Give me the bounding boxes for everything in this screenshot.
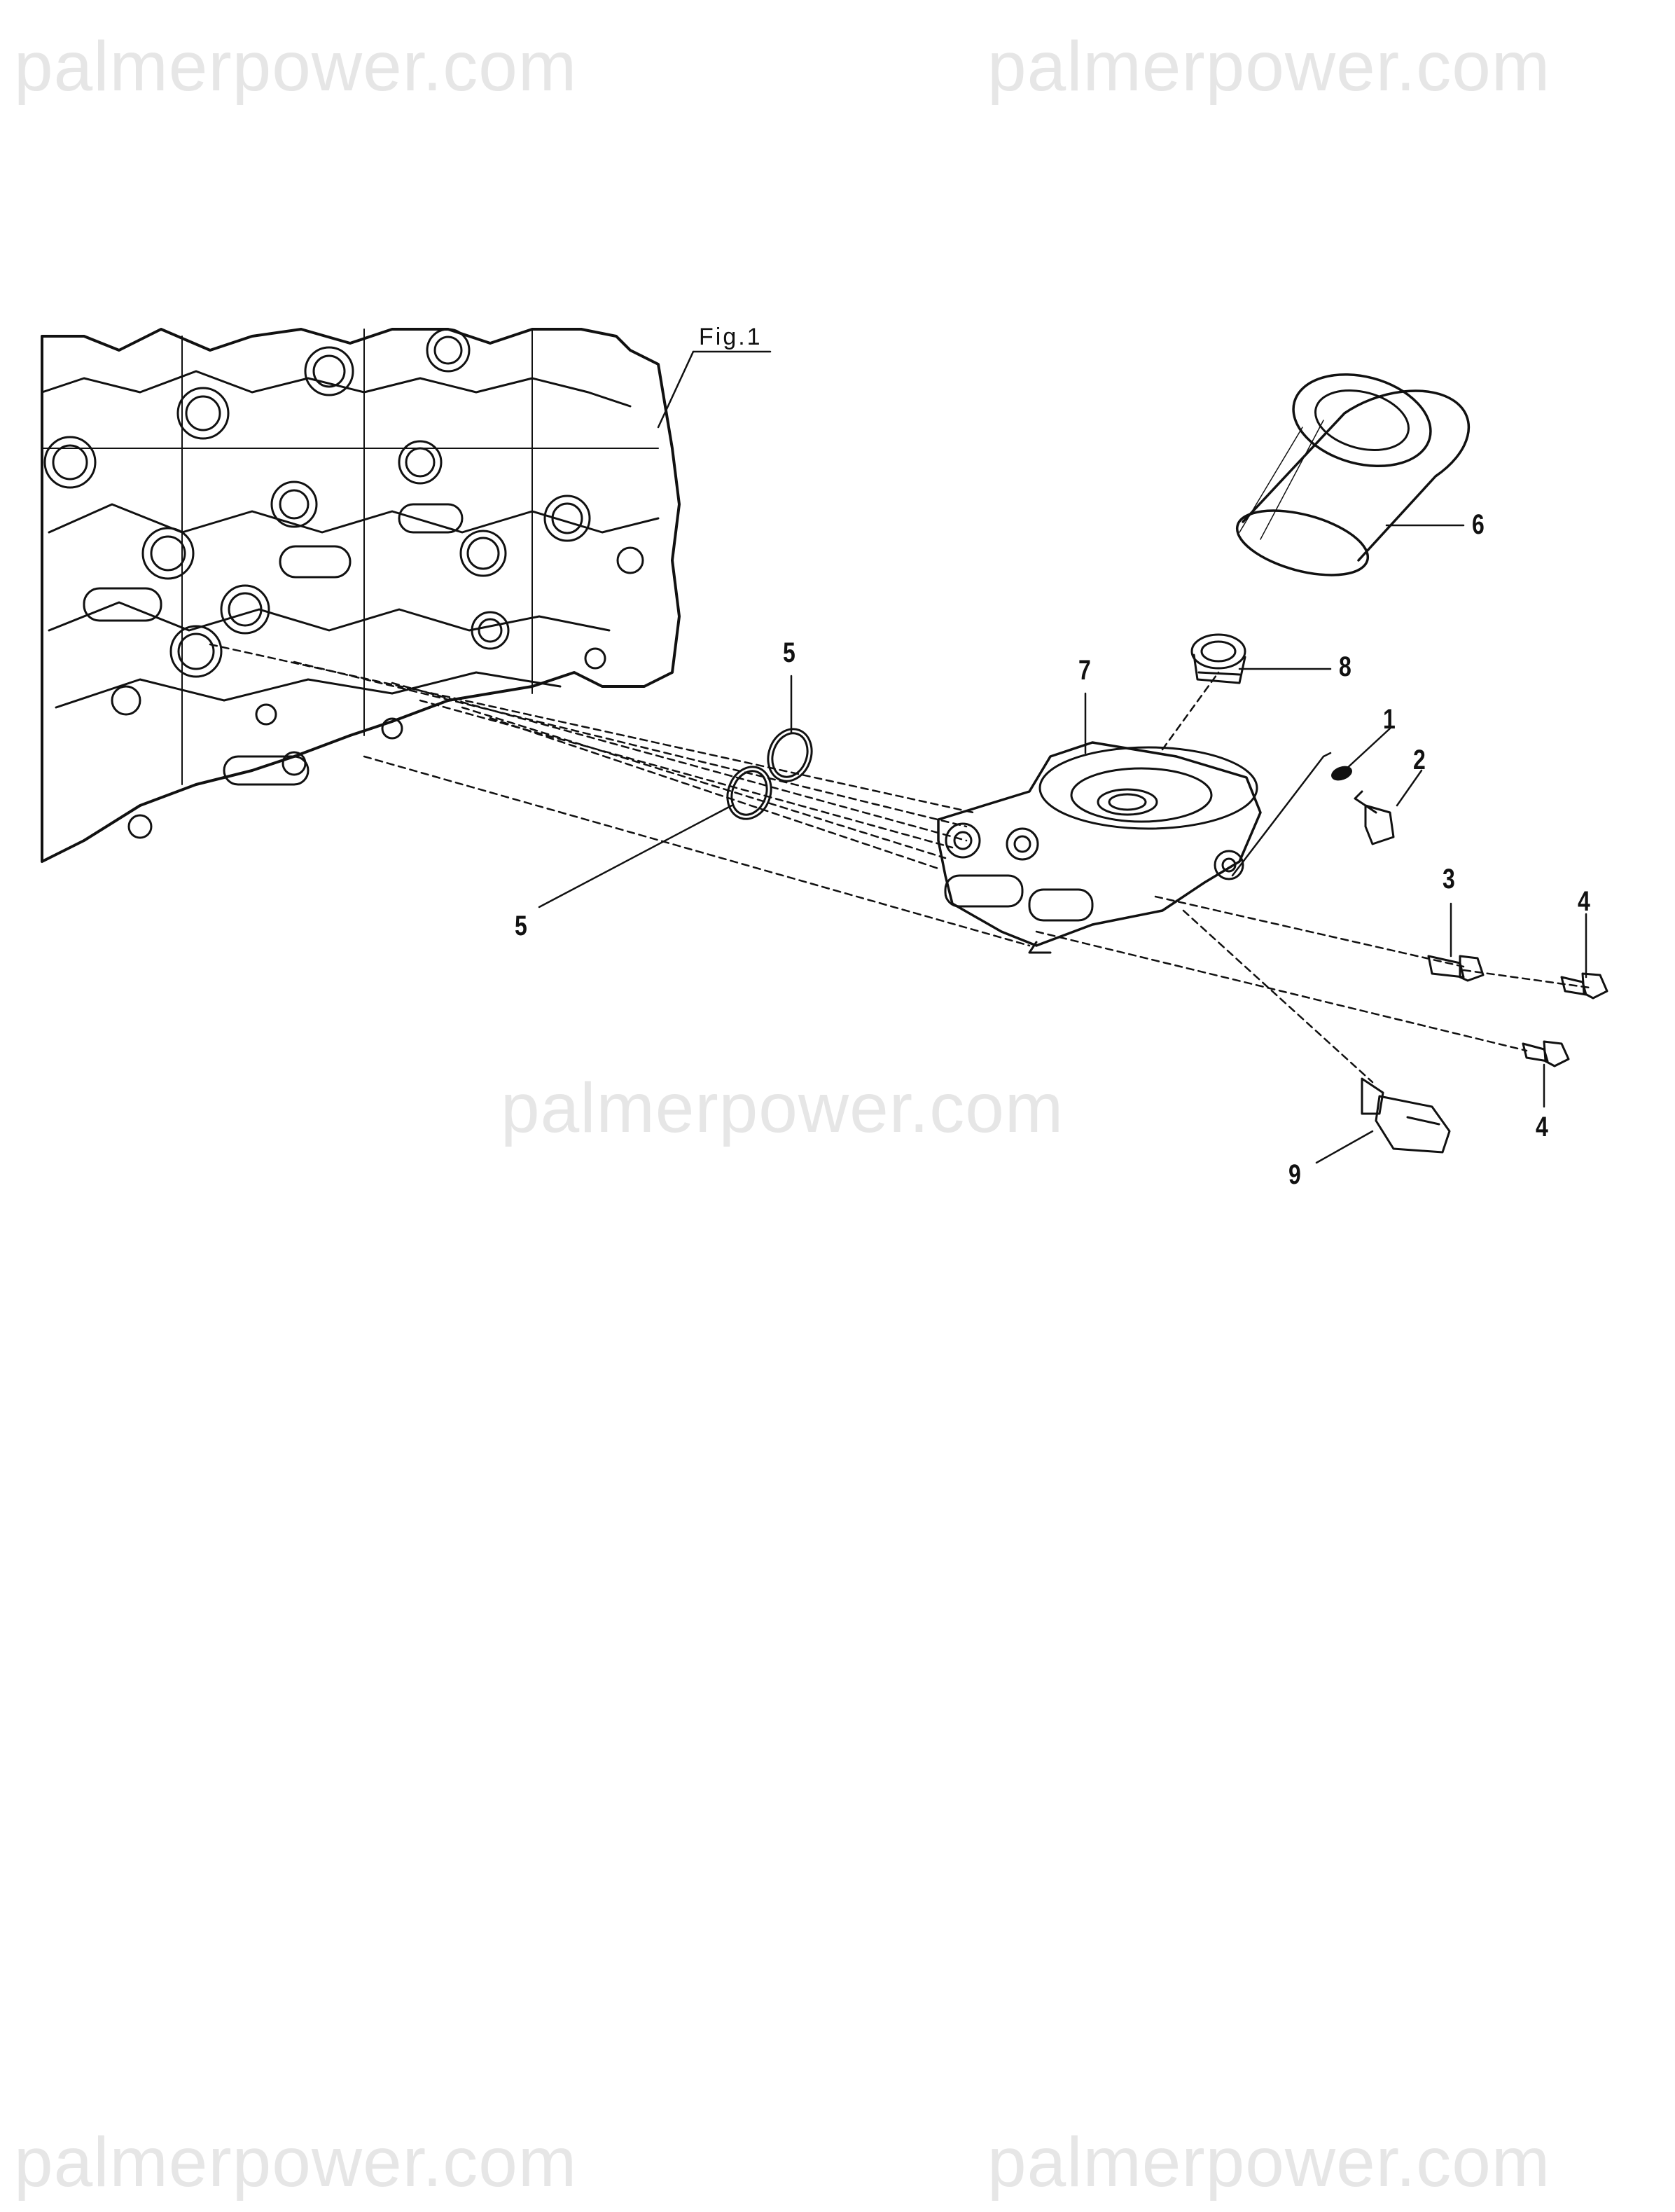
small-parts bbox=[1331, 766, 1395, 845]
fitting bbox=[1190, 633, 1246, 684]
pressure-sensor bbox=[1361, 1077, 1451, 1154]
oil-filter bbox=[1235, 373, 1471, 576]
watermark-bottom-left: palmerpower.com bbox=[14, 2123, 578, 2201]
watermark-top-left: palmerpower.com bbox=[14, 27, 578, 106]
callout-9: 9 bbox=[1288, 1159, 1301, 1190]
figure-label: Fig.1 bbox=[699, 324, 763, 350]
callout-6: 6 bbox=[1472, 509, 1485, 540]
fig-leader bbox=[657, 350, 772, 429]
callout-2: 2 bbox=[1413, 745, 1426, 775]
assembly-lines bbox=[209, 643, 1591, 1084]
o-rings bbox=[726, 728, 813, 820]
callout-4-lower: 4 bbox=[1536, 1112, 1548, 1142]
watermark-bottom-right: palmerpower.com bbox=[987, 2123, 1551, 2201]
callout-5-lower: 5 bbox=[515, 911, 527, 941]
callout-7: 7 bbox=[1078, 655, 1091, 686]
oil-filter-housing bbox=[937, 741, 1262, 954]
bolts bbox=[1427, 955, 1608, 1067]
engine-block bbox=[41, 328, 681, 863]
watermark-middle: palmerpower.com bbox=[501, 1069, 1064, 1147]
callout-leaders bbox=[538, 524, 1587, 1164]
callout-1: 1 bbox=[1383, 704, 1396, 735]
callout-4-upper: 4 bbox=[1578, 886, 1590, 917]
callout-5-upper: 5 bbox=[783, 637, 795, 668]
callout-8: 8 bbox=[1339, 651, 1351, 682]
watermark-top-right: palmerpower.com bbox=[987, 27, 1551, 106]
callout-3: 3 bbox=[1443, 864, 1455, 894]
